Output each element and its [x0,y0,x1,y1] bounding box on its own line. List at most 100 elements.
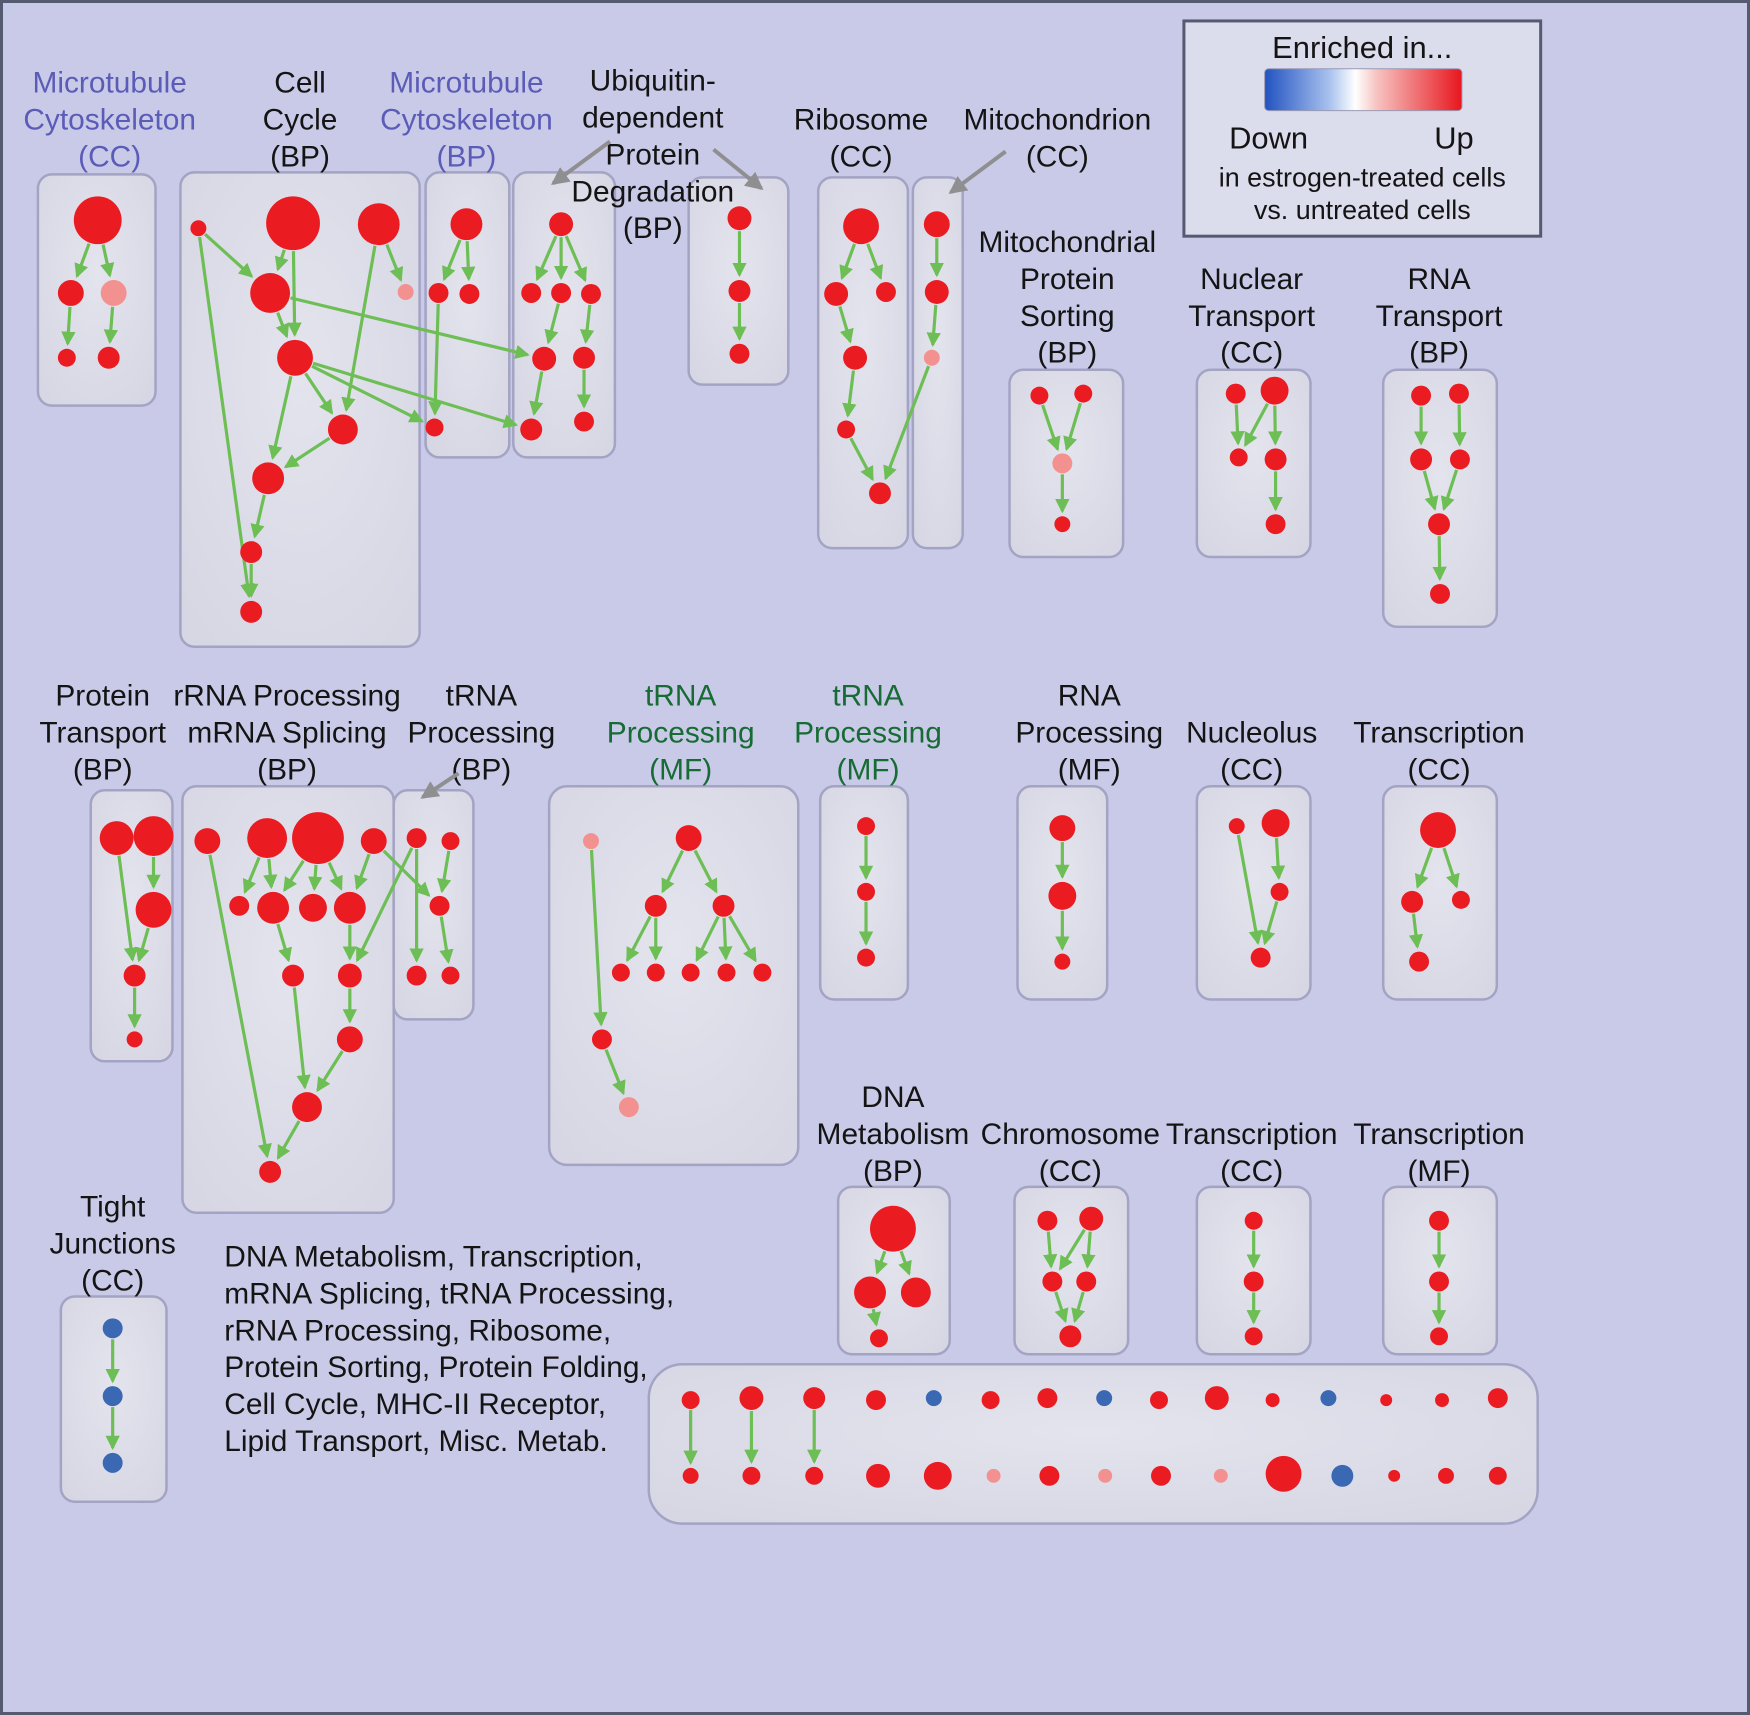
go-node-trna-processing-mf-large-1 [675,825,702,852]
edge-trna-processing-bp [436,850,452,894]
edge-rna-transport-bp [1452,404,1467,447]
cluster-label-mitochondrial-protein-sorting-bp: (BP) [1037,337,1097,370]
go-node-cell-cycle-bp-8 [240,541,263,564]
cluster-label-nuclear-transport-cc: Nuclear [1200,263,1303,296]
go-node-misc-cluster-7 [1096,1390,1113,1407]
go-node-trna-processing-mf-small-2 [857,948,875,967]
go-node-mitochondrion-cc-1 [924,280,949,304]
go-node-transcription-cc-low-1 [1243,1271,1264,1292]
go-node-trna-processing-mf-small-1 [857,882,875,901]
edge-rrna-processing-mrna-splicing-bp [276,1120,301,1160]
cluster-label-rna-transport-bp: Transport [1376,300,1503,333]
go-node-trna-processing-bp-1 [441,832,460,851]
cluster-label-microtubule-cytoskeleton-bp: Cytoskeleton [380,104,553,137]
go-node-microtubule-cytoskeleton-cc-4 [97,346,120,369]
go-node-chromosome-cc-3 [1076,1271,1097,1292]
edge-transcription-cc-mid [1442,847,1460,889]
go-node-ubiquitin-protein-degradation-bp-6 [520,418,543,441]
go-node-misc-cluster-1 [739,1386,764,1411]
go-node-transcription-cc-mid-3 [1409,951,1430,972]
edge-ribosome-cc [866,243,884,281]
go-node-mitochondrial-protein-sorting-bp-2 [1052,453,1073,474]
cluster-label-protein-transport-bp: Transport [39,716,166,749]
cross-edge [355,847,414,963]
go-node-ubiquitin-protein-degradation-bp-5 [573,346,595,369]
cluster-label-tight-junctions-cc: (CC) [81,1264,144,1297]
misc-cluster-summary-line: Cell Cycle, MHC-II Receptor, [224,1388,606,1421]
go-node-dna-metabolism-bp-3 [870,1329,888,1348]
edge-chromosome-cc [1071,1291,1086,1324]
go-enrichment-network-figure: MicrotubuleCytoskeleton(CC)CellCycle(BP)… [23,19,1543,1525]
edge-microtubule-cytoskeleton-cc [103,306,119,345]
go-node-cell-cycle-bp-3 [250,273,291,313]
edge-rrna-processing-mrna-splicing-bp [354,853,371,891]
cluster-box-dna-metabolism-bp [836,1185,951,1356]
edge-mitochondrial-protein-sorting-bp [1063,402,1082,452]
go-node-chromosome-cc-2 [1042,1271,1063,1292]
edge-rrna-processing-mrna-splicing-bp [208,854,272,1159]
go-node-misc-cluster-17 [805,1466,824,1485]
edge-trna-processing-mf-large [693,849,718,894]
go-node-chromosome-cc-4 [1059,1325,1082,1348]
edge-transcription-cc-mid [1408,913,1424,949]
go-node-misc-cluster-5 [981,1391,1000,1410]
edge-ribosome-cc [839,243,857,281]
go-node-ubiquitin-subcluster-1 [728,280,751,302]
edge-rrna-processing-mrna-splicing-bp [327,861,343,891]
go-node-nuclear-transport-cc-1 [1260,376,1289,405]
go-node-ubiquitin-protein-degradation-bp-7 [574,411,594,432]
edge-trna-processing-mf-large [604,1048,626,1096]
cluster-label-ribosome-cc: (CC) [830,140,893,173]
go-node-misc-cluster-10 [1265,1393,1280,1408]
misc-cluster-summary-line: mRNA Splicing, tRNA Processing, [224,1277,674,1310]
go-node-ribosome-cc-5 [869,482,891,505]
cluster-label-rna-transport-bp: RNA [1407,263,1470,296]
go-node-nuclear-transport-cc-3 [1264,448,1287,471]
go-node-transcription-cc-mid-1 [1401,890,1424,913]
go-node-rrna-processing-mrna-splicing-bp-1 [247,818,288,858]
go-node-mitochondrion-cc-0 [923,211,950,238]
edge-dna-metabolism-bp [898,1250,912,1276]
cluster-label-trna-processing-mf-large: (MF) [649,753,712,786]
legend-box [1182,19,1543,238]
edge-dna-metabolism-bp [866,1308,882,1327]
cluster-label-rrna-processing-mrna-splicing-bp: (BP) [257,753,317,786]
cluster-label-cell-cycle-bp: Cycle [263,104,338,137]
edge-rrna-processing-mrna-splicing-bp [308,864,323,892]
go-node-trna-processing-mf-large-0 [583,833,599,850]
go-node-transcription-cc-low-0 [1244,1211,1263,1230]
edge-ribosome-cc [842,370,857,418]
edge-nucleolus-cc [1270,837,1286,881]
edge-nuclear-transport-cc [1268,405,1283,446]
go-node-cell-cycle-bp-5 [277,339,313,376]
cluster-label-trna-processing-mf-small: (MF) [837,753,900,786]
go-node-ubiquitin-subcluster-0 [727,206,752,231]
go-node-microtubule-cytoskeleton-bp-3 [425,418,444,437]
cluster-label-rrna-processing-mrna-splicing-bp: mRNA Splicing [187,716,386,749]
misc-cluster-summary-line: rRNA Processing, Ribosome, [224,1314,611,1347]
edge-cell-cycle-bp [268,375,293,461]
go-node-protein-transport-bp-2 [135,891,172,928]
cluster-label-trna-processing-mf-small: Processing [794,716,942,749]
cluster-label-trna-processing-mf-small: tRNA [832,680,903,713]
legend-caption-line: vs. untreated cells [1254,195,1471,225]
cluster-label-mitochondrial-protein-sorting-bp: Protein [1020,263,1115,296]
go-node-mitochondrion-cc-2 [923,349,940,366]
go-node-ubiquitin-protein-degradation-bp-4 [532,346,557,371]
go-node-misc-cluster-12 [1380,1394,1393,1407]
edge-microtubule-cytoskeleton-cc [74,243,91,279]
go-node-trna-processing-mf-large-10 [618,1097,639,1118]
go-node-mitochondrial-protein-sorting-bp-0 [1030,386,1049,405]
cluster-box-transcription-mf [1381,1185,1499,1356]
go-node-trna-processing-mf-large-4 [611,963,630,982]
go-node-rrna-processing-mrna-splicing-bp-11 [292,1092,322,1123]
go-node-misc-cluster-14 [1487,1388,1508,1409]
cluster-box-nucleolus-cc [1195,785,1312,1001]
annotation-arrow [420,771,460,799]
cluster-label-protein-transport-bp: Protein [55,680,150,713]
cluster-label-transcription-cc-mid: (CC) [1407,753,1470,786]
go-node-rrna-processing-mrna-splicing-bp-5 [257,891,290,924]
cluster-label-transcription-cc-low: (CC) [1220,1155,1283,1188]
